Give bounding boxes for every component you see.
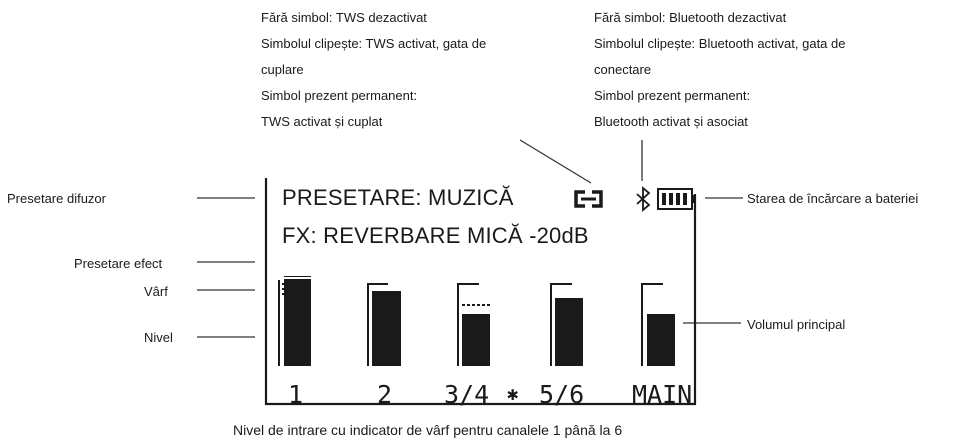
- effect-preset-label: Presetare efect: [74, 256, 163, 271]
- channel-label-3-4: 3/4: [444, 380, 490, 409]
- channel-5-6-meter: [550, 283, 583, 366]
- tws-note-line: Simbolul clipește: TWS activat, gata de: [261, 36, 487, 51]
- peak-label: Vârf: [144, 284, 168, 299]
- bluetooth-status-note: Fără simbol: Bluetooth dezactivat Simbol…: [594, 5, 845, 135]
- tws-note-line: Simbol prezent permanent:: [261, 88, 418, 103]
- bluetooth-icon: [636, 186, 651, 212]
- channel-5-6-level-bar: [555, 298, 583, 366]
- lcd-preset-line: PRESETARE: MUZICĂ: [282, 185, 514, 210]
- channel-label-main: MAIN: [632, 380, 693, 409]
- bt-note-line: Simbolul clipește: Bluetooth activat, ga…: [594, 36, 846, 51]
- channel-label-2: 2: [377, 380, 393, 409]
- channel-1-level-bar: [284, 276, 311, 366]
- channel-3-4-level-bar: [462, 314, 490, 366]
- bt-note-line: Simbol prezent permanent:: [594, 88, 751, 103]
- input-level-caption: Nivel de intrare cu indicator de vârf pe…: [233, 422, 623, 438]
- battery-status-label: Starea de încărcare a bateriei: [747, 191, 919, 206]
- channel-2-meter: [367, 283, 401, 366]
- lcd-graphics: [264, 178, 697, 406]
- lcd-display: PRESETARE: MUZICĂ FX: REVERBARE MICĂ -20…: [262, 178, 697, 409]
- channel-2-level-bar: [372, 291, 401, 366]
- level-label: Nivel: [144, 330, 173, 345]
- master-volume-label: Volumul principal: [747, 317, 846, 332]
- main-level-bar: [647, 314, 675, 366]
- bt-note-line: conectare: [594, 62, 652, 77]
- tws-status-note: Fără simbol: TWS dezactivat Simbolul cli…: [261, 5, 486, 135]
- main-meter: [641, 283, 675, 366]
- lcd-fx-line: FX: REVERBARE MICĂ -20dB: [282, 223, 589, 248]
- bt-note-line: Bluetooth activat și asociat: [594, 114, 748, 129]
- bluetooth-channel-icon: ✱: [507, 383, 519, 405]
- bt-note-line: Fără simbol: Bluetooth dezactivat: [594, 10, 787, 25]
- lcd-frame: [264, 178, 697, 406]
- speaker-preset-label: Presetare difuzor: [7, 191, 106, 206]
- tws-note-line: Fără simbol: TWS dezactivat: [261, 10, 427, 25]
- tws-leader-line: [519, 139, 592, 184]
- channel-3-4-meter: [457, 283, 490, 366]
- channel-1-meter: [278, 276, 311, 366]
- battery-icon: [657, 188, 696, 210]
- channel-label-1: 1: [288, 380, 304, 409]
- tws-link-icon: [574, 190, 603, 208]
- tws-note-line: cuplare: [261, 62, 304, 77]
- tws-note-line: TWS activat și cuplat: [261, 114, 383, 129]
- channel-label-5-6: 5/6: [539, 380, 585, 409]
